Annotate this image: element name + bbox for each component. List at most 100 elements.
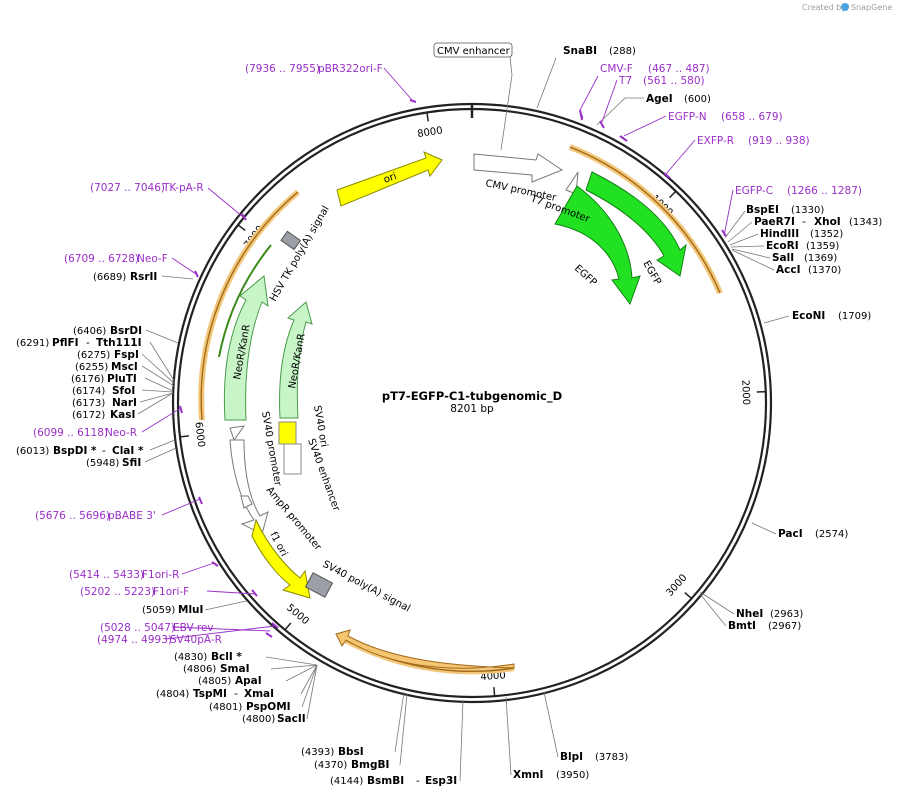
site-msci-pos: (6255): [75, 362, 108, 373]
feature-arrows: ori: [223, 151, 687, 669]
svg-text:-: -: [102, 445, 106, 457]
site-sacii: SacII: [277, 713, 306, 725]
neo-inner-arrow: [279, 301, 313, 419]
primer-neo-f: Neo-F: [137, 253, 168, 265]
svg-text:-: -: [234, 688, 238, 700]
site-clai: ClaI *: [112, 445, 144, 457]
svg-text:-: -: [416, 775, 420, 787]
site-econi: EcoNI: [792, 310, 825, 322]
primer-cmv-f-range: (467 .. 487): [648, 63, 710, 75]
primer-arc-neo-line: [200, 191, 299, 421]
site-msci: MscI: [111, 361, 138, 373]
primer-exfp-r-range: (919 .. 938): [748, 135, 810, 147]
site-sali-pos: (1369): [804, 253, 837, 264]
plasmid-length: 8201 bp: [450, 403, 494, 415]
tick-label: 3000: [664, 572, 689, 598]
sv40-promoter-tip: [229, 425, 246, 442]
site-sacii-pos: (4800): [242, 714, 275, 725]
primer-neo-r: Neo-R: [105, 427, 137, 439]
site-agei-pos: (600): [684, 94, 711, 105]
neo-outer-arrow: [223, 275, 269, 421]
tick-mark: [179, 435, 189, 438]
site-psppomi-pos: (4801): [209, 702, 242, 713]
ori-label: ori: [382, 171, 398, 186]
site-mlui: MluI: [178, 604, 203, 616]
site-paer7i: PaeR7I: [754, 216, 795, 228]
primer-f1ori-f: F1ori-F: [153, 586, 189, 598]
site-labels: SnaBI (288) AgeI (600) BspEI (1330) PaeR…: [16, 45, 882, 787]
site-bmti-pos: (2967): [768, 621, 801, 632]
tick-label: 6000: [192, 421, 206, 448]
primer-marks: [179, 99, 727, 638]
site-sali: SalI: [772, 252, 794, 264]
site-xhoi: XhoI: [814, 216, 841, 228]
site-sfii-pos: (5948): [86, 458, 119, 469]
site-bmgbi-pos: (4370): [314, 760, 347, 771]
site-pluti: PluTI: [107, 373, 137, 385]
site-blpi-pos: (3783): [595, 752, 628, 763]
site-hindiii-pos: (1352): [810, 229, 843, 240]
sv40-ori-box: [278, 421, 297, 445]
site-tspmi: TspMI: [193, 688, 227, 700]
sv40-promoter-arrow: [229, 439, 269, 535]
site-bmgbi: BmgBI: [351, 759, 389, 771]
primer-neo-f-range: (6709 .. 6728): [64, 253, 139, 265]
tick-mark: [669, 190, 677, 199]
primer-cmv-f: CMV-F: [600, 63, 633, 75]
egfp-outer-arrow: [585, 171, 687, 277]
site-econi-pos: (1709): [838, 311, 871, 322]
primer-egfp-c: EGFP-C: [735, 185, 773, 197]
site-mlui-pos: (5059): [142, 605, 175, 616]
static-leaders: [137, 56, 790, 782]
f1-ori-arrow: [251, 518, 311, 599]
primer-sv40pa-r-range: (4974 .. 4993): [97, 634, 172, 646]
site-bbsi-pos: (4393): [301, 747, 334, 758]
site-xmni: XmnI: [513, 769, 543, 781]
svg-text:-: -: [802, 216, 806, 228]
site-paci-pos: (2574): [815, 529, 848, 540]
site-rsrii: RsrII: [130, 271, 157, 283]
cmv-enhancer-box: [433, 42, 513, 58]
tick-mark: [284, 622, 292, 631]
primer-ebv-rev-range: (5028 .. 5047): [100, 622, 175, 634]
site-xmai: XmaI: [244, 688, 274, 700]
primer-leaders: [141, 67, 734, 640]
primer-tk-pa-r: TK-pA-R: [162, 182, 204, 194]
site-paer7i-pos: (1343): [849, 217, 882, 228]
primer-labels: CMV-F (467 .. 487) T7 (561 .. 580) EGFP-…: [33, 63, 862, 646]
egfp-inner-arrow: [554, 185, 641, 306]
primer-t7-range: (561 .. 580): [643, 75, 705, 87]
site-esp3i: Esp3I: [425, 775, 457, 787]
site-pflfi: PflFI: [52, 337, 79, 349]
site-snabi: SnaBI: [563, 45, 597, 57]
site-fspi-pos: (6275): [77, 350, 110, 361]
site-bspei-pos: (1330): [791, 205, 824, 216]
primer-f1ori-f-range: (5202 .. 5223): [80, 586, 155, 598]
site-bcli-pos: (4830): [174, 652, 207, 663]
plasmid-name: pT7-EGFP-C1-tubgenomic_D: [382, 389, 562, 404]
primer-egfp-c-range: (1266 .. 1287): [787, 185, 862, 197]
primer-f1ori-r-range: (5414 .. 5433): [69, 569, 144, 581]
site-apai-pos: (4805): [198, 676, 231, 687]
primer-egfp-n-range: (658 .. 679): [721, 111, 783, 123]
site-paci: PacI: [778, 528, 803, 540]
site-bsrdi: BsrDI: [110, 325, 142, 337]
primer-t7: T7: [618, 75, 632, 87]
site-nhei-pos: (2963): [770, 609, 803, 620]
site-bcli: BclI *: [211, 651, 242, 663]
hsv-tk-polya-box: [280, 230, 302, 251]
site-fspi: FspI: [114, 349, 139, 361]
site-bbsi: BbsI: [338, 746, 364, 758]
hsv-tk-label: HSV TK poly(A) signal: [268, 204, 332, 303]
site-pflfi-pos: (6291): [16, 338, 49, 349]
ori-arrow: [336, 151, 443, 207]
primer-pbr322ori-f: pBR322ori-F: [318, 63, 383, 75]
primer-exfp-r: EXFP-R: [697, 135, 734, 147]
cmv-promoter-arrow: [473, 153, 564, 183]
site-sfii: SfiI: [122, 457, 141, 469]
site-nari-pos: (6173): [72, 398, 105, 409]
primer-egfp-n: EGFP-N: [668, 111, 707, 123]
primer-pbabe: pBABE 3': [108, 510, 156, 522]
site-tspmi-pos: (4804): [156, 689, 189, 700]
egfp-inner-label: EGFP: [572, 263, 599, 288]
